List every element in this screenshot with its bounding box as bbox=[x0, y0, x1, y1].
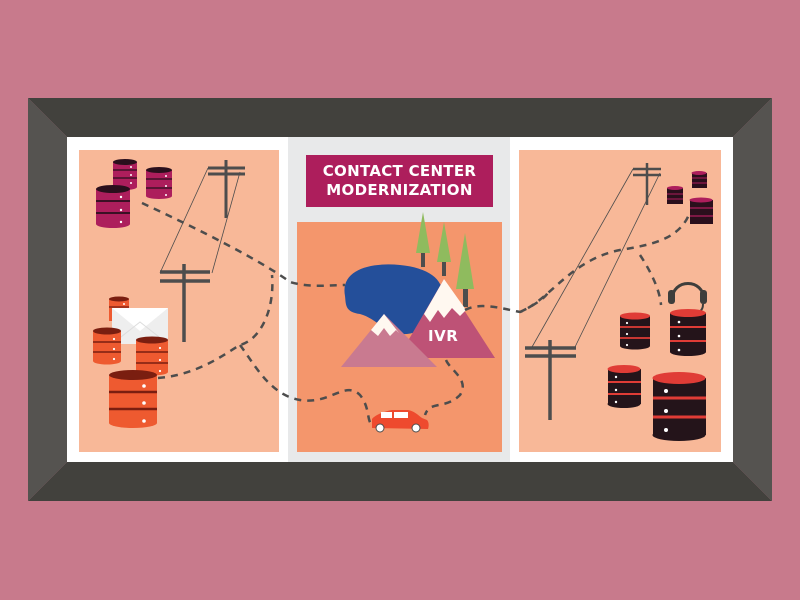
title-banner: CONTACT CENTER MODERNIZATION bbox=[306, 155, 493, 207]
title-line-1: CONTACT CENTER bbox=[322, 162, 477, 180]
utility-pole-icon bbox=[160, 264, 210, 342]
database-orange-icon bbox=[136, 336, 168, 376]
car-icon bbox=[372, 410, 429, 433]
database-magenta-icon bbox=[96, 185, 130, 228]
title-line-2: MODERNIZATION bbox=[326, 181, 473, 199]
database-black-red-icon bbox=[607, 365, 641, 408]
tree-icon bbox=[416, 212, 430, 267]
mountain-icon bbox=[398, 279, 495, 358]
utility-pole-icon bbox=[159, 160, 245, 274]
tree-icon bbox=[456, 233, 474, 307]
ivr-label: IVR bbox=[428, 327, 459, 345]
database-magenta-icon bbox=[146, 167, 172, 199]
database-black-red-icon bbox=[670, 309, 706, 356]
database-orange-icon bbox=[93, 327, 121, 365]
utility-pole-icon bbox=[531, 163, 661, 348]
dashed-connection-path bbox=[423, 211, 692, 416]
database-black-magenta-icon bbox=[667, 186, 683, 204]
tree-icon bbox=[437, 222, 451, 276]
mountain-icon bbox=[341, 314, 437, 367]
database-orange-icon bbox=[109, 370, 157, 428]
database-black-magenta-icon bbox=[691, 171, 707, 188]
database-black-red-icon bbox=[652, 372, 706, 441]
utility-pole-icon bbox=[525, 340, 576, 420]
database-black-red-icon bbox=[620, 312, 650, 350]
lake-icon bbox=[344, 264, 444, 335]
database-black-magenta-icon bbox=[689, 197, 713, 224]
